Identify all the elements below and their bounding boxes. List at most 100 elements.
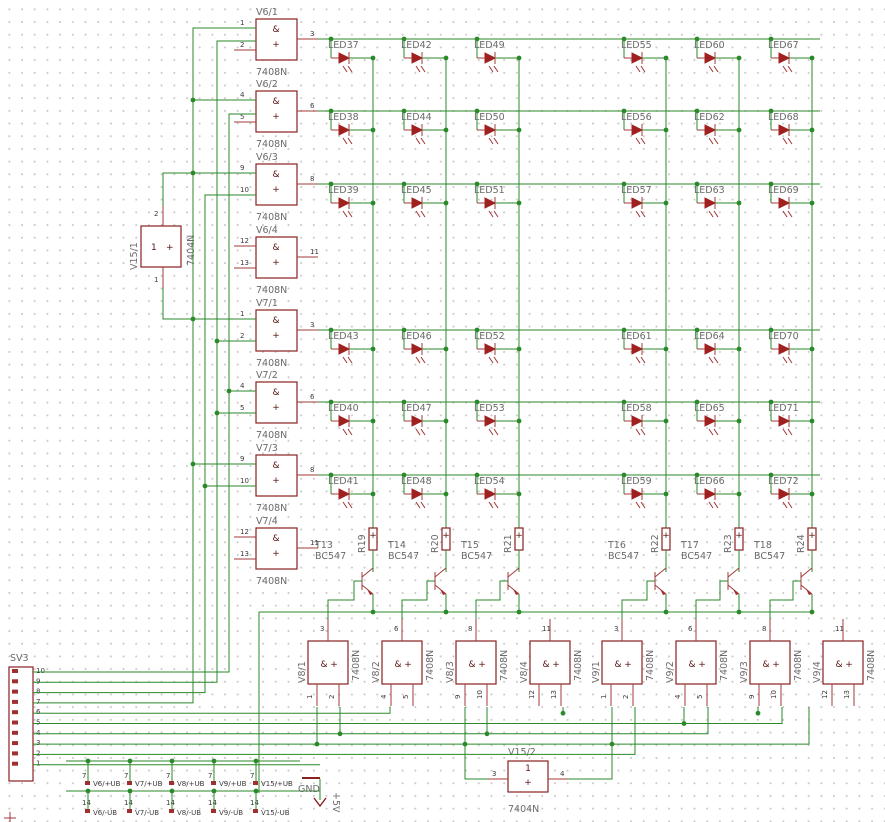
led-light-arrows	[708, 65, 719, 73]
pin-number-label: 11	[310, 539, 319, 547]
junction-dot	[809, 609, 815, 615]
junction-dot	[694, 36, 700, 42]
transistor-label: T15	[460, 540, 479, 551]
led-diode	[411, 415, 424, 427]
led-diode	[631, 197, 644, 209]
pin-number-label: 1	[306, 695, 314, 699]
pin-number-label: 6	[310, 393, 315, 401]
gate-and-symbol: &	[688, 660, 695, 670]
led-light-arrows	[488, 428, 499, 436]
pin-number-label: 1	[240, 19, 244, 27]
gate-type-label: 7408N	[425, 650, 436, 681]
led-light-arrows	[708, 356, 719, 364]
col-and-gate-V8-3	[455, 640, 497, 685]
gate-and-symbol: &	[468, 660, 475, 670]
pin-number-label: 3	[310, 321, 314, 329]
led-light-arrows	[342, 137, 353, 145]
gate-plus-symbol: +	[772, 660, 780, 670]
junction-dot	[621, 108, 627, 114]
junction-dot	[609, 741, 615, 747]
base-drive-wire	[475, 580, 508, 619]
connector-label: SV3	[10, 653, 29, 664]
led-label: LED58	[621, 403, 652, 414]
pin-number-label: 2	[240, 41, 244, 49]
led-light-arrows	[708, 210, 719, 218]
transistor-emitter-arrow	[513, 589, 519, 595]
led-diode	[704, 415, 717, 427]
connector-pad	[12, 730, 18, 735]
led-label: LED71	[768, 403, 799, 414]
transistor-emitter-arrow	[806, 589, 812, 595]
gate-type-label: 7408N	[256, 212, 287, 223]
led-diode	[631, 124, 644, 136]
bus-wire	[46, 194, 256, 694]
pin-number-label: 13	[240, 259, 249, 267]
gate-plus-symbol: +	[624, 660, 632, 670]
gate-plus-symbol: +	[845, 660, 853, 670]
inverter-type-label: 7404N	[508, 804, 539, 815]
junction-dot	[401, 108, 407, 114]
junction-dot	[401, 181, 407, 187]
pin-number-label: 10	[476, 690, 484, 699]
and-gate-V6-2	[255, 90, 298, 133]
gate-name-label: V7/1	[256, 298, 278, 309]
led-light-arrows	[782, 210, 793, 218]
transistor-emitter-arrow	[660, 589, 666, 595]
led-label: LED59	[621, 476, 652, 487]
led-light-arrows	[415, 428, 426, 436]
led-diode	[338, 124, 351, 136]
bus-wire	[46, 707, 810, 745]
led-diode	[704, 124, 717, 136]
transistor-type-label: BC547	[461, 551, 492, 562]
led-light-arrows	[488, 356, 499, 364]
connector-pin-number: 4	[36, 729, 41, 737]
gate-and-symbol: &	[272, 534, 279, 544]
resistor-plus: +	[808, 531, 816, 541]
led-label: LED70	[768, 331, 799, 342]
led-diode	[631, 488, 644, 500]
transistor-collector	[800, 567, 813, 578]
led-label: LED66	[694, 476, 725, 487]
gate-name-label: V9/3	[739, 661, 750, 683]
gate-and-symbol: &	[272, 170, 279, 180]
gate-name-label: V6/3	[256, 152, 278, 163]
gate-name-label: V8/1	[297, 661, 308, 683]
gate-name-label: V6/4	[256, 225, 278, 236]
gate-name-label: V7/3	[256, 443, 278, 454]
gate-plus-symbol: +	[272, 331, 280, 341]
led-light-arrows	[782, 501, 793, 509]
led-label: LED43	[328, 331, 359, 342]
transistor-label: T16	[607, 540, 626, 551]
junction-dot	[474, 399, 480, 405]
pin-number-label: 11	[835, 625, 844, 633]
transistor-type-label: BC547	[315, 551, 346, 562]
junction-dot	[694, 181, 700, 187]
power-pad	[127, 781, 132, 785]
pin-number-label: 10	[770, 690, 778, 699]
power-pad	[253, 809, 258, 813]
junction-dot	[736, 609, 742, 615]
led-light-arrows	[782, 65, 793, 73]
junction-dot	[462, 741, 468, 747]
gate-and-symbol: &	[542, 660, 549, 670]
transistor-emitter-arrow	[440, 589, 446, 595]
pin-number-label: 12	[528, 690, 536, 699]
pin-number-label: 9	[454, 695, 462, 699]
connector-pad	[12, 669, 18, 673]
gate-and-symbol: &	[394, 660, 401, 670]
gate-type-label: 7408N	[256, 503, 287, 514]
resistor-label: R21	[503, 534, 514, 553]
pin-number-label: 4	[674, 694, 682, 699]
connector-pad	[12, 710, 18, 715]
gate-and-symbol: &	[272, 25, 279, 35]
led-diode	[778, 488, 791, 500]
gate-and-symbol: &	[272, 243, 279, 253]
led-label: LED72	[768, 476, 799, 487]
junction-dot	[484, 731, 490, 737]
power-pad	[211, 809, 216, 813]
led-diode	[778, 52, 791, 64]
gate-plus-symbol: +	[404, 660, 412, 670]
transistor-label: T17	[680, 540, 699, 551]
led-light-arrows	[635, 356, 646, 364]
